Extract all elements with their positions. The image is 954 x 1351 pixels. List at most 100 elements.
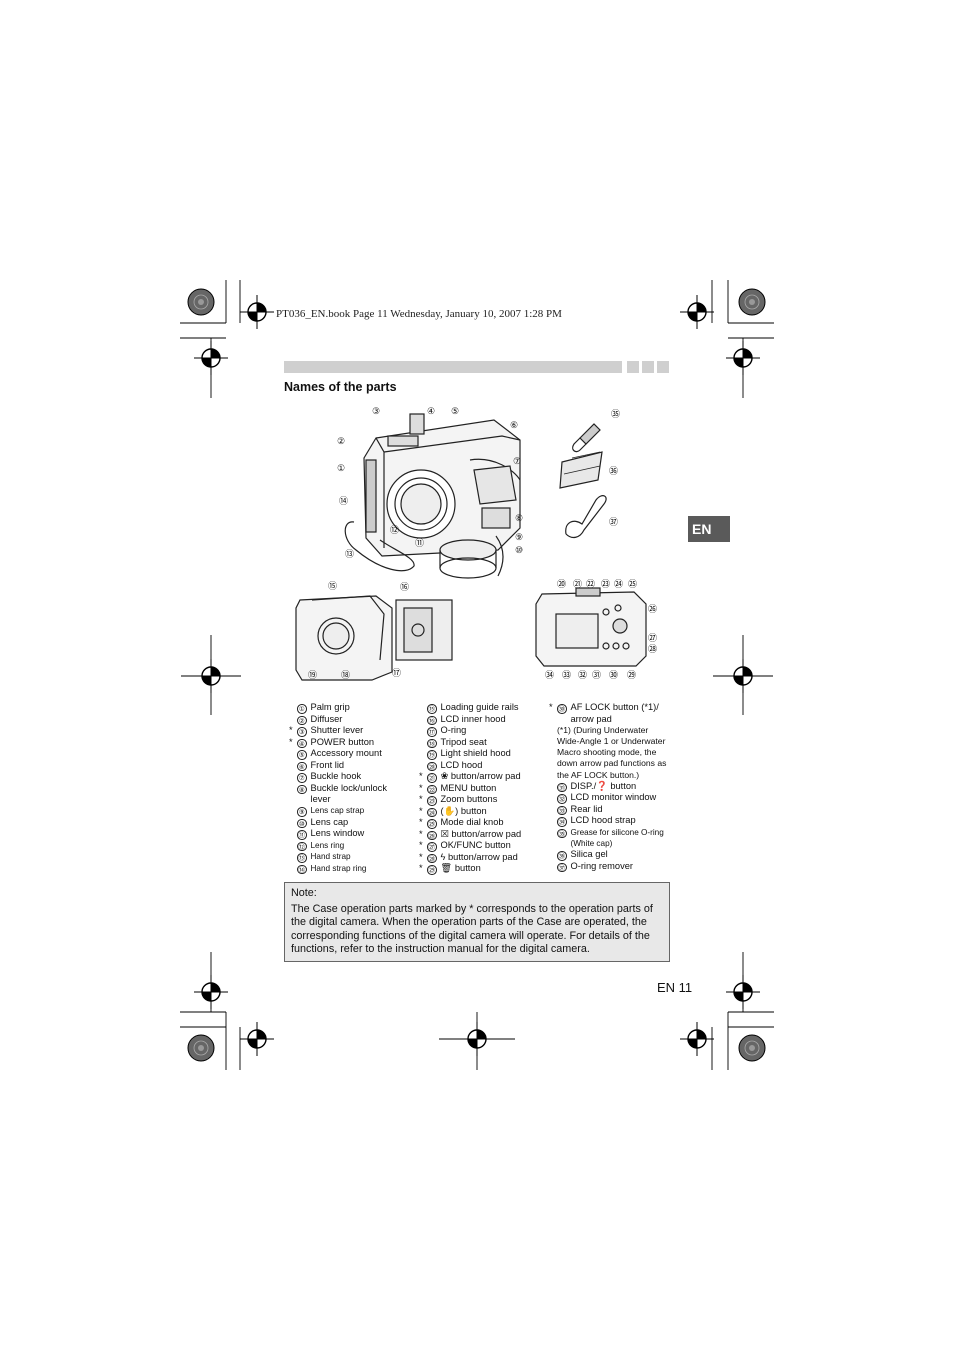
camera-linked-marker: * [419,782,423,793]
callout-35: ㉟ [611,409,620,419]
callout-26: ㉖ [648,604,657,614]
camera-linked-marker: * [289,736,293,747]
part-label: Buckle lock/unlock [310,782,387,793]
footnote-line: down arrow pad functions as [557,758,667,769]
header-square [627,361,639,373]
bottom-right-star-mark [738,1034,766,1062]
part-label: Rear lid [570,803,603,814]
part-number: ㊱ [557,851,567,861]
callout-labels: ③ ④ ⑤ ② ⑥ ① ⑦ ⑭ ⑧ ⑫ ⑨ ⑪ ⑩ ⑬ ㉟ ㊱ ㊲ ⑮ ⑯ ⑲ … [308,406,657,680]
callout-10: ⑩ [515,545,523,555]
note-box: Note: The Case operation parts marked by… [284,882,670,962]
part-label: lever [310,794,331,804]
callout-12: ⑫ [390,525,399,535]
note-line: the digital camera. When the operation p… [291,916,647,929]
part-label: DISP./❓ button [570,780,637,791]
part-number: ⑭ [297,864,307,875]
language-tab: EN [688,516,730,542]
note-title: Note: [291,887,317,899]
part-item: *㉙🗑 button [419,863,521,875]
callout-23: ㉓ [601,579,610,589]
part-number: ㊲ [557,862,567,873]
parts-diagram: ③ ④ ⑤ ② ⑥ ① ⑦ ⑭ ⑧ ⑫ ⑨ ⑪ ⑩ ⑬ ㉟ ㊱ ㊲ ⑮ ⑯ ⑲ … [295,406,657,681]
part-number: ⑤ [297,750,307,760]
part-label: Light shield hood [440,748,511,758]
camera-linked-marker: * [419,863,423,873]
part-number: ㉘ [427,853,437,863]
callout-4: ④ [427,406,435,416]
callout-25: ㉕ [628,579,637,589]
part-number: ② [297,715,307,725]
callout-19: ⑲ [308,670,317,680]
camera-linked-marker: * [419,794,423,804]
part-number: ㉗ [427,842,437,852]
part-number: ㉔ [427,807,437,817]
callout-17: ⑰ [392,668,401,678]
callout-27: ㉗ [648,633,657,643]
part-label: MENU button [440,782,497,793]
part-number: ㉑ [427,773,437,783]
callout-24: ㉔ [614,579,623,589]
part-number: ⑰ [427,727,437,737]
callout-18: ⑱ [341,670,350,680]
part-label: Lens window [310,828,365,839]
callout-6: ⑥ [510,420,518,430]
part-number: ㉙ [427,865,437,875]
part-item: *㉖☒ button/arrow pad [419,828,522,840]
callout-2: ② [337,436,345,446]
callout-15: ⑮ [328,581,337,591]
part-label: ☒ button/arrow pad [440,828,522,839]
part-number: ㉚ [557,704,567,714]
camera-linked-marker: * [419,840,423,850]
part-label: Buckle hook [310,771,362,781]
part-number: ⑱ [427,738,437,748]
callout-36: ㊱ [609,466,618,476]
part-item: (White cap) [557,838,666,849]
callout-20: ⑳ [557,579,566,589]
part-label: Grease for silicone O-ring [570,827,664,837]
part-number: ⑫ [297,841,307,852]
book-file-header: PT036_EN.book Page 11 Wednesday, January… [276,308,562,320]
part-number: ⑮ [427,704,437,714]
callout-3: ③ [372,406,380,416]
part-label: Accessory mount [310,748,382,758]
callout-7: ⑦ [513,456,521,466]
part-number: ⑧ [297,784,307,794]
rear-housing-illustration [535,587,647,667]
part-item: lever [297,794,387,805]
footnote-line: Macro shooting mode, the [557,747,657,758]
part-number: ④ [297,738,307,748]
callout-30: ㉚ [609,670,618,680]
page-number: EN 11 [657,980,693,995]
callout-34: ㉞ [545,670,554,680]
callout-37: ㊲ [609,517,618,527]
part-label: Loading guide rails [440,702,519,712]
part-label: Hand strap ring [310,863,367,873]
callout-11: ⑪ [415,538,424,548]
callout-16: ⑯ [400,582,409,592]
part-label: ϟ button/arrow pad [440,851,518,862]
part-label: arrow pad [570,713,612,724]
part-number: ⑨ [297,807,307,817]
part-label: Diffuser [310,713,343,724]
callout-33: ㉝ [562,670,571,680]
